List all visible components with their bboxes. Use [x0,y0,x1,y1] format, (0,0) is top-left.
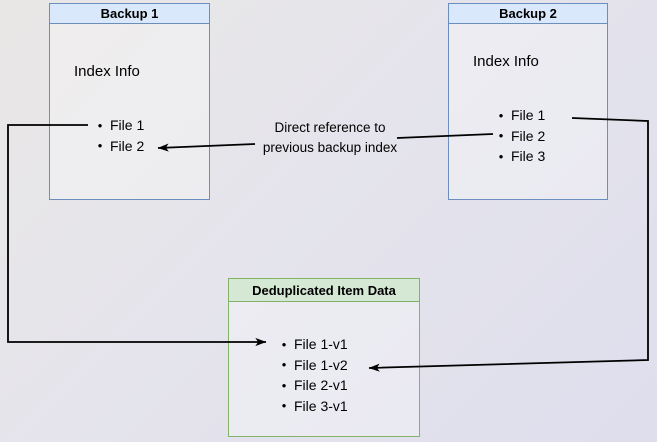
list-item: • File 1 [496,105,546,126]
list-item: • File 2-v1 [279,375,348,396]
dedup-node: Deduplicated Item Data • File 1-v1 • Fil… [228,278,420,437]
item-label: File 2 [511,127,546,144]
bullet-glyph: • [281,398,287,414]
backup1-title: Backup 1 [100,6,159,21]
list-item: • File 1-v1 [279,334,348,355]
backup1-header: Backup 1 [50,4,209,24]
dedup-header: Deduplicated Item Data [229,279,419,302]
dedup-title: Deduplicated Item Data [252,283,396,298]
bullet-glyph: • [498,148,504,164]
backup2-file-list: • File 1 • File 2 • File 3 [496,105,546,167]
backup2-header: Backup 2 [449,4,607,24]
list-item: • File 3 [496,146,546,167]
bullet-glyph: • [97,138,103,154]
item-label: File 3-v1 [294,397,348,414]
item-label: File 2-v1 [294,377,348,394]
item-label: File 1-v2 [294,356,348,373]
item-label: File 1 [110,117,145,134]
item-label: File 2 [110,137,145,154]
edge-label-line1: Direct reference to [274,120,386,135]
backup1-file-list: • File 1 • File 2 [95,115,145,157]
edge-label-direct-reference: Direct reference to previous backup inde… [250,118,410,157]
item-label: File 3 [511,148,546,165]
edge-label-line2: previous backup index [262,139,398,155]
bullet-glyph: • [281,357,287,373]
backup1-node: Backup 1 Index Info • File 1 • File 2 [49,3,210,200]
backup1-index-info-label: Index Info [74,63,140,80]
list-item: • File 1-v2 [279,355,348,376]
list-item: • File 1 [95,115,145,136]
list-item: • File 3-v1 [279,396,348,417]
bullet-glyph: • [281,377,287,393]
list-item: • File 2 [496,126,546,147]
item-label: File 1 [511,107,546,124]
bullet-glyph: • [498,107,504,123]
bullet-glyph: • [97,117,103,133]
backup2-node: Backup 2 Index Info • File 1 • File 2 • … [448,3,608,200]
dedup-file-list: • File 1-v1 • File 1-v2 • File 2-v1 • Fi… [279,334,348,416]
list-item: • File 2 [95,136,145,157]
item-label: File 1-v1 [294,336,348,353]
bullet-glyph: • [281,336,287,352]
bullet-glyph: • [498,128,504,144]
backup2-index-info-label: Index Info [473,53,539,70]
backup2-title: Backup 2 [499,6,557,21]
